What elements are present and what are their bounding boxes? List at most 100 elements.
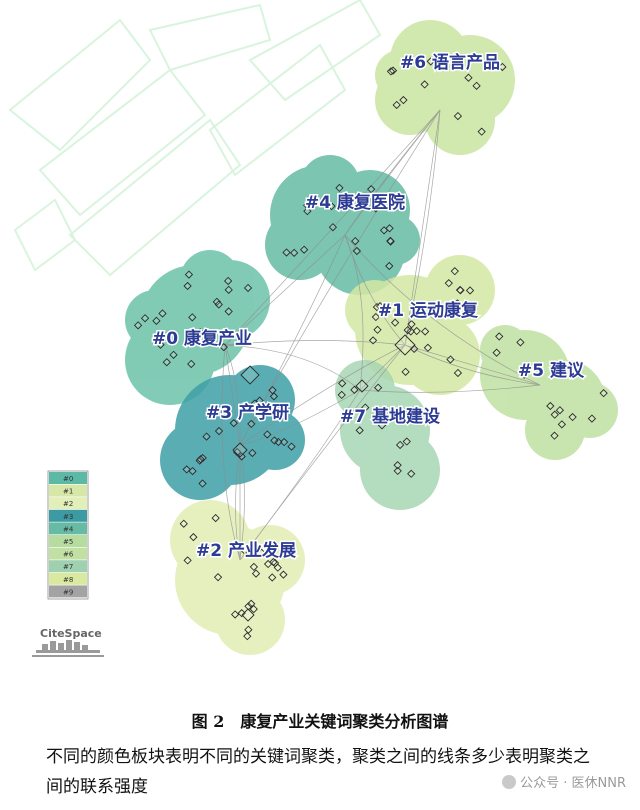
keyword-node — [224, 285, 233, 294]
keyword-node — [214, 300, 223, 309]
legend-label: #2 — [63, 500, 73, 508]
keyword-node — [247, 599, 256, 608]
keyword-node — [351, 236, 360, 246]
account-watermark: 公众号 · 医休NNR — [502, 772, 626, 791]
cluster-link — [239, 344, 406, 446]
cluster-link — [239, 389, 361, 446]
legend-swatch — [49, 585, 87, 598]
legend-swatch — [49, 509, 87, 522]
keyword-node — [395, 440, 405, 450]
legend-item: #3 — [49, 509, 87, 522]
cluster-region-part — [125, 290, 185, 350]
cluster-region-part — [425, 255, 495, 325]
cluster-label-c3: #3 产学研 — [206, 402, 289, 423]
legend-item: #6 — [49, 547, 87, 560]
keyword-node — [328, 223, 338, 232]
keyword-node — [183, 281, 192, 291]
keyword-node — [377, 421, 387, 430]
keyword-node — [373, 325, 382, 334]
keyword-node — [355, 379, 369, 393]
keyword-node — [303, 201, 312, 210]
keyword-node — [361, 403, 370, 412]
cluster-label-c4: #4 康复医院 — [305, 192, 405, 213]
keyword-node — [133, 321, 143, 330]
keyword-node — [371, 204, 380, 213]
cluster-links — [221, 109, 541, 561]
keyword-node — [407, 320, 416, 329]
keyword-node — [393, 461, 402, 470]
cluster-region-part — [170, 500, 250, 580]
keyword-node — [303, 207, 312, 216]
keyword-node — [372, 414, 382, 423]
keyword-node — [152, 316, 161, 325]
keyword-node — [477, 127, 486, 136]
cluster-link — [344, 234, 406, 346]
cluster-region-c4 — [265, 155, 420, 295]
keyword-node — [270, 436, 279, 445]
legend-swatch — [49, 547, 87, 560]
cluster-link — [404, 109, 441, 346]
keyword-node — [140, 314, 150, 323]
legend-item: #7 — [49, 560, 87, 573]
cluster-label-c0: #0 康复产业 — [152, 328, 252, 349]
legend-item: #0 — [49, 472, 87, 484]
cluster-label-c6: #6 语言产品 — [400, 52, 500, 73]
cluster-region-c0 — [125, 250, 270, 405]
keyword-node — [587, 414, 597, 423]
cluster-region-part — [160, 420, 240, 500]
cluster-region-part — [345, 280, 405, 340]
keyword-node — [426, 57, 435, 66]
keyword-node — [279, 437, 289, 447]
legend-label: #4 — [63, 525, 74, 533]
legend-swatch — [49, 472, 87, 484]
keyword-node — [498, 62, 507, 72]
keyword-node — [371, 312, 381, 322]
keyword-node — [407, 56, 417, 66]
watermark-text: 公众号 · 医休NNR — [520, 776, 626, 791]
cluster-link — [344, 109, 441, 236]
keyword-node — [557, 420, 567, 429]
cluster-region-c1 — [345, 255, 495, 395]
keyword-node — [392, 100, 401, 110]
cluster-legend: #0#1#2#3#4#5#6#7#8#9 — [47, 470, 89, 600]
keyword-node — [420, 80, 429, 89]
keyword-node — [243, 283, 253, 293]
cluster-label-c5: #5 建议 — [518, 360, 585, 381]
cluster-region-part — [245, 410, 305, 470]
keyword-node — [546, 401, 555, 411]
cluster-region-part — [525, 400, 585, 460]
keyword-node — [269, 392, 279, 401]
cluster-labels: #0 康复产业#1 运动康复#2 产业发展#3 产学研#4 康复医院#5 建议#… — [151, 51, 587, 563]
keyword-node — [421, 327, 430, 336]
keyword-node — [290, 248, 299, 258]
keyword-node — [232, 442, 248, 458]
keyword-node — [394, 334, 416, 356]
cluster-region-c5 — [480, 325, 618, 460]
cluster-link — [239, 234, 346, 446]
keyword-node — [335, 183, 344, 193]
keyword-node — [229, 418, 238, 428]
keyword-node — [402, 437, 411, 446]
cluster-link — [221, 344, 241, 561]
keyword-node — [196, 455, 205, 464]
legend-item: #4 — [49, 522, 87, 535]
keyword-node — [520, 370, 529, 379]
keyword-node — [223, 276, 233, 286]
cluster-region-part — [480, 325, 530, 375]
keyword-node — [224, 307, 233, 316]
keyword-node — [198, 479, 207, 488]
cluster-network-diagram: #0 康复产业#1 运动康复#2 产业发展#3 产学研#4 康复医院#5 建议#… — [8, 0, 618, 657]
keyword-node — [187, 359, 196, 369]
keyword-node — [274, 437, 283, 447]
keyword-node — [599, 389, 608, 398]
keyword-node — [189, 532, 198, 542]
keyword-node — [367, 185, 376, 194]
legend-label: #3 — [63, 513, 73, 521]
keyword-node — [464, 73, 473, 82]
keyword-node — [337, 390, 346, 400]
keyword-node — [412, 326, 421, 336]
keyword-node — [550, 431, 559, 440]
cluster-region-part — [215, 585, 285, 655]
keyword-node — [338, 379, 347, 388]
keyword-node — [299, 245, 309, 254]
